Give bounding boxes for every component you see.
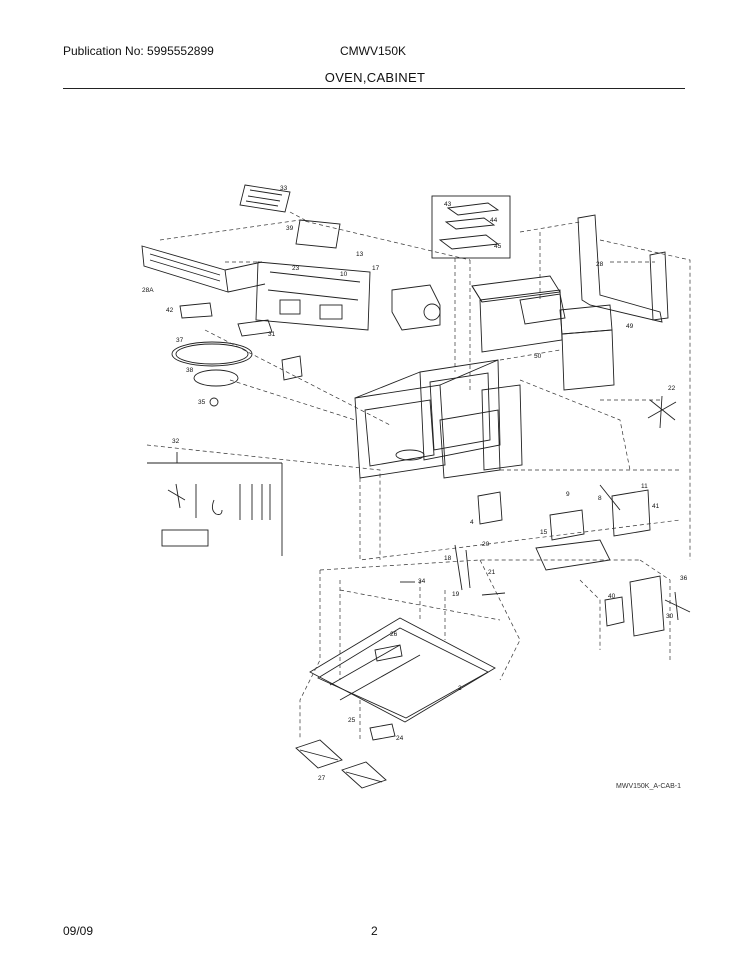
callout-45: 45 [494, 243, 502, 250]
publication-number: Publication No: 5995552899 [63, 44, 214, 58]
callout-42: 42 [166, 307, 174, 314]
callout-28a: 28A [142, 287, 154, 294]
callout-33-top: 33 [280, 185, 288, 192]
callout-26: 26 [390, 631, 398, 638]
callout-44: 44 [490, 217, 498, 224]
callout-38: 38 [186, 367, 194, 374]
fan-blade-part [604, 395, 691, 637]
callout-8: 8 [598, 495, 602, 502]
callout-13: 13 [356, 251, 364, 258]
callout-21: 21 [488, 569, 496, 576]
vent-housing-part [255, 219, 371, 331]
callout-41: 41 [652, 503, 660, 510]
callout-39: 39 [286, 225, 294, 232]
turntable-parts [171, 302, 303, 407]
diagram-code: MWV150K_A-CAB-1 [616, 783, 681, 790]
callout-22: 22 [668, 385, 676, 392]
page-title: OVEN,CABINET [324, 70, 426, 85]
callout-32: 32 [172, 438, 180, 445]
door-frame-part [481, 384, 523, 471]
installation-kit-box [147, 452, 283, 556]
header-rule [63, 88, 685, 89]
parts-inset-box [431, 195, 511, 259]
page-number: 2 [371, 924, 378, 938]
callout-23: 23 [292, 265, 300, 272]
callout-43: 43 [444, 201, 452, 208]
callout-35-left: 35 [198, 399, 206, 406]
callout-36: 36 [680, 575, 688, 582]
callout-30: 30 [666, 613, 674, 620]
cabinet-frame-part [577, 214, 669, 323]
vent-panel-part [141, 245, 266, 293]
callout-10-top: 10 [340, 271, 348, 278]
callout-37: 37 [176, 337, 184, 344]
oven-cavity-part [354, 359, 501, 479]
model-number: CMWV150K [340, 44, 407, 58]
callout-11: 11 [641, 483, 648, 490]
grille-part [239, 184, 291, 213]
callout-17: 17 [372, 265, 380, 272]
callout-9: 9 [566, 491, 570, 498]
top-panel-part [471, 275, 566, 353]
callout-31: 31 [268, 331, 276, 338]
callout-50: 50 [534, 353, 542, 360]
callout-4: 4 [470, 519, 474, 526]
callout-27: 27 [318, 775, 326, 782]
callout-19: 19 [452, 591, 460, 598]
callout-18: 18 [444, 555, 452, 562]
callout-49: 49 [626, 323, 634, 330]
fan-motor-part [391, 284, 441, 331]
callout-2: 2 [458, 685, 462, 692]
callout-28: 28 [596, 261, 604, 268]
callout-15: 15 [540, 529, 548, 536]
callout-24: 24 [396, 735, 404, 742]
callout-25: 25 [348, 717, 356, 724]
callout-34: 34 [418, 578, 426, 585]
control-panel-part [559, 304, 615, 391]
footer-date: 09/09 [63, 924, 94, 938]
callout-40: 40 [608, 593, 616, 600]
electrical-parts [400, 484, 651, 596]
base-plate-part [295, 617, 496, 789]
callout-20: 20 [482, 541, 490, 548]
